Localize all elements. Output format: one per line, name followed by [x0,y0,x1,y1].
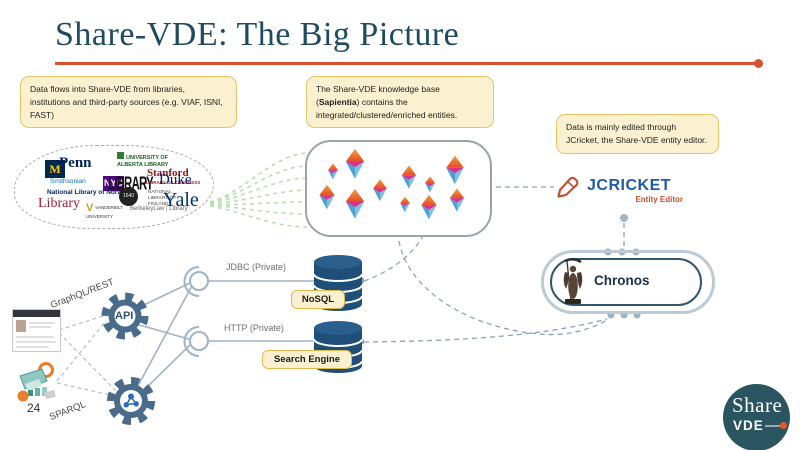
callout-kb-pre: The Share-VDE knowledge base ( [316,84,440,107]
logo-loc-caption: LIBRARY OF CONGRESS [146,180,201,185]
search-engine-label: Search Engine [262,350,352,369]
logo-yale: Yale [163,189,199,211]
sparql-gear-icon [107,377,155,425]
share-vde-logo: Share VDE [723,384,790,450]
page-number: 24 [27,401,41,415]
share-vde-logo-dash [765,425,781,427]
webpage-thumbnail-avatar [16,320,26,332]
interface-symbols [183,266,209,357]
pencil-icon [557,176,579,198]
callout-kb-post: ) contains the integrated/clustered/enri… [316,96,458,120]
callout-sources: Data flows into Share-VDE from libraries… [20,76,237,129]
api-gear-label: API [115,310,134,322]
logo-smithsonian: Smithsonian [50,178,86,185]
jcricket-subtitle: Entity Editor [635,195,683,204]
entity-gems [319,148,465,220]
logo-vanderbilt: VANDERBILT UNIVERSITY [86,202,128,219]
logo-library-of-congress: LIBRARY [108,172,154,194]
title-underline [55,59,763,68]
webpage-thumbnail-header [13,310,60,317]
http-label: HTTP (Private) [224,323,284,333]
jcricket-connector-dot [620,214,628,222]
callout-knowledge-base: The Share-VDE knowledge base (Sapientia)… [306,76,494,129]
logo-alberta: UNIVERSITY OF ALBERTA LIBRARY [117,152,175,168]
logo-duke: Duke [159,172,192,188]
molecule-icon [123,393,139,408]
logo-nyu: NYU [103,176,124,191]
jcricket-title: JCRICKET [587,177,672,194]
page-title: Share-VDE: The Big Picture [55,16,460,53]
logo-penn: Penn [59,155,92,171]
dataflow-thumbnail [17,362,56,402]
logo-norway: National Library of Norway [47,189,130,196]
callout-editing: Data is mainly edited through JCricket, … [556,114,719,154]
chronos-outer-ring: Chronos [541,250,715,314]
webpage-thumbnail [12,309,61,352]
logo-michigan: M [45,160,65,178]
logo-finland: NATIONAL LIBRARY OF FINLAND [148,190,177,207]
share-vde-logo-vde: VDE [733,418,764,433]
nosql-label: NoSQL [291,290,345,309]
logo-library-red: Library [38,196,80,211]
jdbc-label: JDBC (Private) [226,262,287,272]
callout-sources-text: Data flows into Share-VDE from libraries… [30,84,223,120]
api-gear-icon [101,292,149,340]
chronos-inner-ring: Chronos [550,258,702,306]
logo-berkeley-law: BerkeleyLaw | Library [130,206,188,212]
library-cloud: M Penn Smithsonian NYU LIBRARY LIBRARY O… [14,145,214,229]
kb-store-lines [363,186,625,343]
ingest-fan-lines [209,152,308,228]
chronos-label: Chronos [594,273,650,288]
callout-editing-text: Data is mainly edited through JCricket, … [566,122,707,145]
share-vde-logo-share: Share [732,393,783,417]
callout-kb-bold: Sapientia [318,96,357,107]
chronos-statue-icon [563,258,583,304]
share-vde-logo-dot [780,422,787,429]
knowledge-base-box [305,140,492,237]
logo-stanford: Stanford [147,167,189,179]
